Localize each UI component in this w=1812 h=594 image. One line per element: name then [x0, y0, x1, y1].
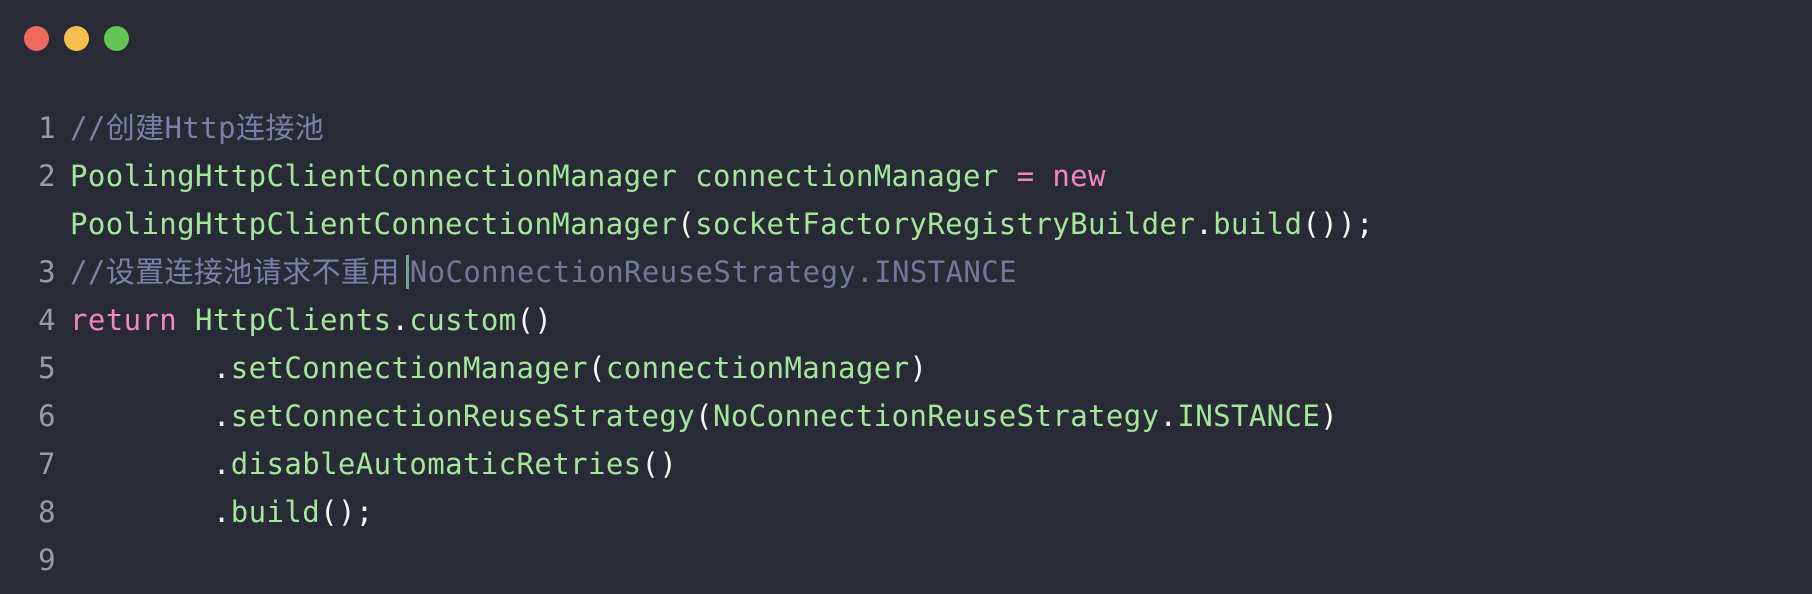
class-token: NoConnectionReuseStrategy: [713, 399, 1160, 433]
punctuation-token: (): [516, 303, 553, 337]
minimize-button[interactable]: [64, 26, 89, 51]
indent: [70, 495, 213, 529]
operator-token: =: [998, 159, 1053, 193]
punctuation-token: (: [677, 207, 696, 241]
window-controls: [24, 26, 129, 51]
line-number: 6: [38, 399, 56, 433]
method-token: disableAutomaticRetries: [230, 447, 642, 481]
punctuation-token: .: [1159, 399, 1178, 433]
code-line: 1 //创建Http连接池: [0, 104, 1812, 152]
type-token: PoolingHttpClientConnectionManager: [70, 207, 678, 241]
indent: [70, 447, 213, 481]
close-button[interactable]: [24, 26, 49, 51]
method-token: setConnectionManager: [230, 351, 588, 385]
keyword-token: return: [70, 303, 178, 337]
line-content: //设置连接池请求不重用 NoConnectionReuseStrategy.IN…: [70, 248, 1812, 296]
method-token: build: [230, 495, 321, 529]
punctuation-token: .: [212, 399, 231, 433]
punctuation-token: .: [212, 351, 231, 385]
method-token: setConnectionReuseStrategy: [230, 399, 696, 433]
punctuation-token: ): [1320, 399, 1339, 433]
line-number: 1: [38, 111, 56, 145]
punctuation-token: .: [391, 303, 410, 337]
line-number: 3: [38, 255, 56, 289]
line-number: 9: [38, 543, 56, 577]
code-editor[interactable]: 1 //创建Http连接池 2 PoolingHttpClientConnect…: [0, 104, 1812, 584]
line-content: .disableAutomaticRetries(): [70, 440, 1812, 488]
variable-token: connectionManager: [677, 159, 999, 193]
code-line: 9: [0, 536, 1812, 584]
comment: //设置连接池请求不重用: [70, 255, 400, 289]
punctuation-token: (: [695, 399, 713, 433]
indent: [70, 399, 213, 433]
code-line: 5 .setConnectionManager(connectionManage…: [0, 344, 1812, 392]
code-line: 6 .setConnectionReuseStrategy(NoConnecti…: [0, 392, 1812, 440]
method-token: build: [1213, 207, 1303, 241]
punctuation-token: .: [212, 447, 231, 481]
line-number: [0, 200, 70, 248]
line-content: .setConnectionReuseStrategy(NoConnection…: [70, 392, 1812, 440]
code-line: 4 return HttpClients.custom(): [0, 296, 1812, 344]
line-content: return HttpClients.custom(): [70, 296, 1812, 344]
line-number: 8: [38, 495, 56, 529]
code-line: 7 .disableAutomaticRetries(): [0, 440, 1812, 488]
constant-token: INSTANCE: [1177, 399, 1321, 433]
code-line-wrapped: PoolingHttpClientConnectionManager(socke…: [0, 200, 1812, 248]
punctuation-token: ());: [1302, 207, 1374, 241]
punctuation-token: ();: [320, 495, 374, 529]
variable-token: connectionManager: [605, 351, 910, 385]
punctuation-token: (: [587, 351, 606, 385]
line-content: .setConnectionManager(connectionManager): [70, 344, 1812, 392]
class-token: HttpClients: [177, 303, 392, 337]
punctuation-token: (): [641, 447, 678, 481]
ghost-suggestion[interactable]: NoConnectionReuseStrategy.INSTANCE: [409, 255, 1017, 289]
variable-token: socketFactoryRegistryBuilder: [695, 207, 1196, 241]
zoom-button[interactable]: [104, 26, 129, 51]
code-line: 3 //设置连接池请求不重用 NoConnectionReuseStrategy.…: [0, 248, 1812, 296]
method-token: custom: [409, 303, 517, 337]
line-number: 2: [38, 159, 56, 193]
keyword-token: new: [1052, 159, 1106, 193]
line-number: 4: [38, 303, 56, 337]
text-cursor: [405, 255, 409, 289]
line-content: PoolingHttpClientConnectionManager(socke…: [70, 200, 1812, 248]
punctuation-token: .: [212, 495, 231, 529]
punctuation-token: ): [909, 351, 928, 385]
punctuation-token: .: [1195, 207, 1214, 241]
code-line: 8 .build();: [0, 488, 1812, 536]
indent: [70, 351, 213, 385]
code-line: 2 PoolingHttpClientConnectionManager con…: [0, 152, 1812, 200]
line-content: [70, 536, 1812, 584]
type-token: PoolingHttpClientConnectionManager: [70, 159, 678, 193]
line-content: PoolingHttpClientConnectionManager conne…: [70, 152, 1812, 200]
line-content: .build();: [70, 488, 1812, 536]
comment: //创建Http连接池: [70, 111, 325, 145]
line-content: //创建Http连接池: [70, 104, 1812, 152]
line-number: 5: [38, 351, 56, 385]
line-number: 7: [38, 447, 56, 481]
